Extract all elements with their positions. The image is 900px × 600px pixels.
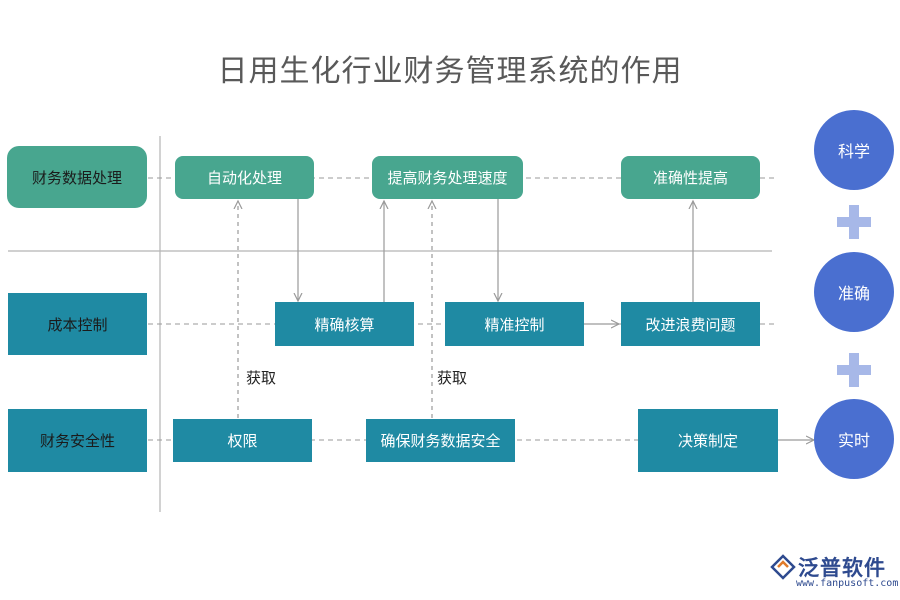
outcome-circle-scientific: 科学 — [814, 110, 894, 190]
edge-label-get-2: 获取 — [435, 367, 470, 388]
node-permission: 权限 — [173, 419, 312, 462]
logo-mark-icon — [770, 554, 796, 580]
node-speed-up: 提高财务处理速度 — [372, 156, 523, 199]
plus-icon — [837, 353, 871, 387]
node-ensure-security: 确保财务数据安全 — [366, 419, 515, 462]
row-label-finance-data: 财务数据处理 — [7, 146, 147, 208]
logo-name: 泛普软件 — [798, 556, 886, 580]
node-accuracy-up: 准确性提高 — [621, 156, 760, 199]
node-precise-accounting: 精确核算 — [275, 302, 414, 346]
outcome-circle-accurate: 准确 — [814, 252, 894, 332]
node-automation: 自动化处理 — [175, 156, 314, 199]
node-precise-control: 精准控制 — [445, 302, 584, 346]
logo-url: www.fanpusoft.com — [796, 578, 899, 589]
brand-logo: 泛普软件 www.fanpusoft.com — [770, 552, 899, 592]
edge-label-get-1: 获取 — [244, 367, 279, 388]
page-title: 日用生化行业财务管理系统的作用 — [217, 54, 683, 89]
outcome-circle-realtime: 实时 — [814, 399, 894, 479]
row-label-cost-control: 成本控制 — [8, 293, 147, 355]
node-improve-waste: 改进浪费问题 — [621, 302, 760, 346]
row-label-finance-security: 财务安全性 — [8, 409, 147, 472]
plus-icon — [837, 205, 871, 239]
node-decision: 决策制定 — [638, 409, 778, 472]
